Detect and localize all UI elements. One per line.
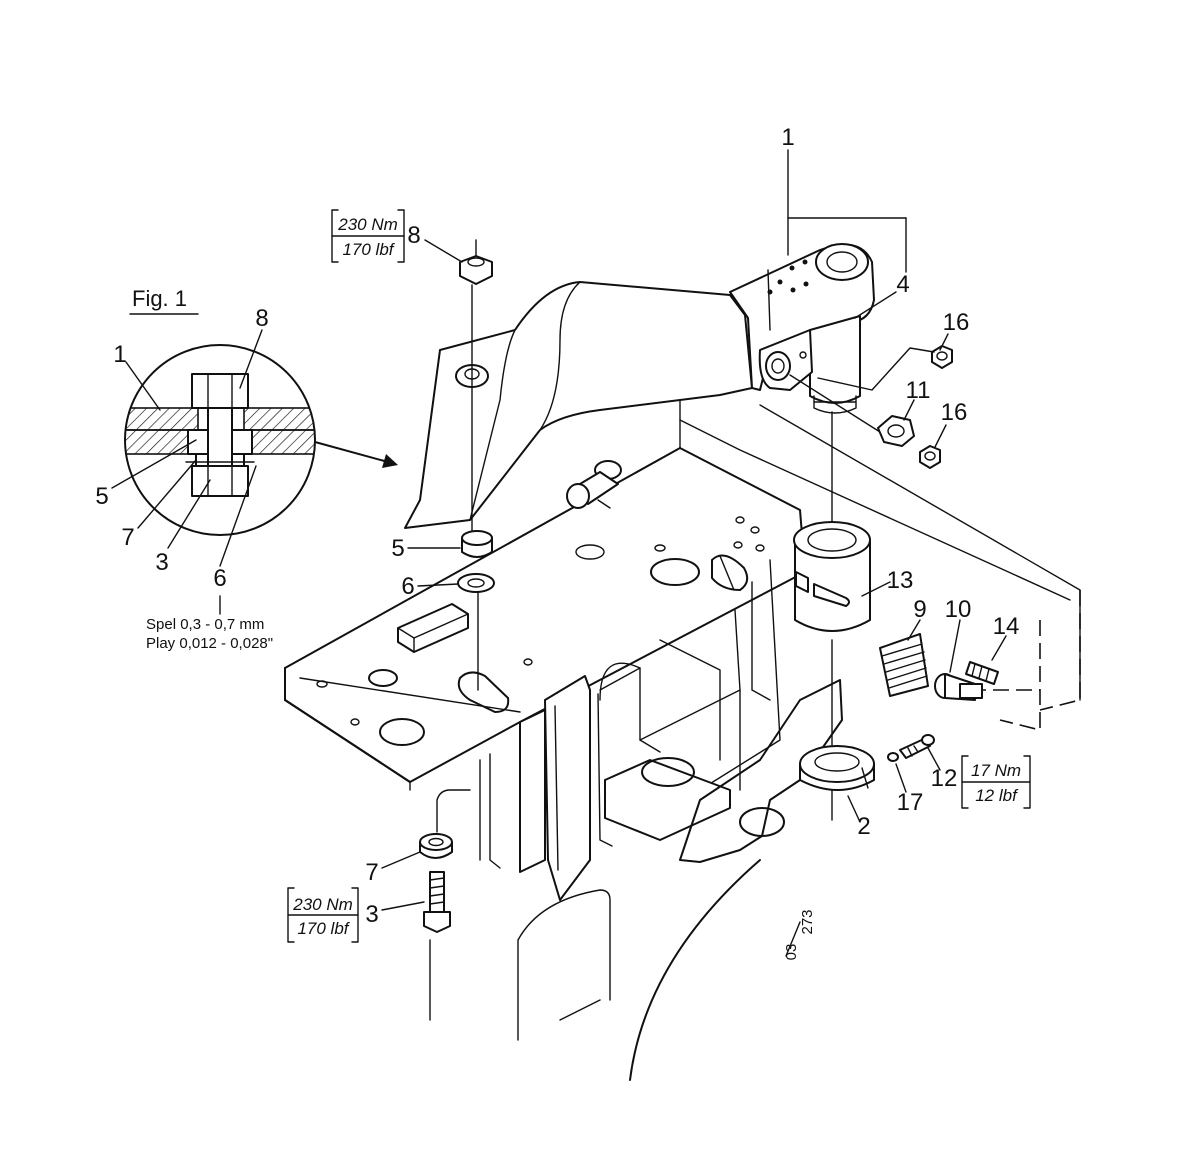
torque-spec-bolt-3: 230 Nm 170 lbf	[287, 887, 359, 943]
slotted-nut-2	[799, 745, 875, 791]
callout-5: 5	[391, 535, 404, 562]
fig1-detail-circle	[124, 344, 398, 536]
nut-16-upper	[931, 345, 953, 369]
detail-callout-3: 3	[155, 549, 168, 576]
callout-9: 9	[913, 596, 926, 623]
callout-4: 4	[896, 271, 909, 298]
nut-8	[459, 239, 493, 285]
drawing-reference: 03 273	[783, 909, 816, 960]
spacer-5	[461, 530, 493, 558]
callout-8: 8	[407, 222, 420, 249]
callout-17: 17	[897, 789, 924, 816]
callout-16-upper: 16	[943, 309, 970, 336]
stud-14	[965, 661, 999, 685]
detail-callout-1: 1	[113, 341, 126, 368]
torque-screw12-lbf: 12 lbf	[975, 786, 1019, 805]
callout-10: 10	[945, 596, 972, 623]
drawing-ref-top: 03	[783, 944, 800, 961]
clearance-note-en: Play 0,012 - 0,028"	[146, 635, 273, 652]
screw-12	[899, 734, 935, 759]
washer-17	[887, 752, 899, 762]
callout-3: 3	[365, 901, 378, 928]
callout-13: 13	[887, 567, 914, 594]
chassis-frame	[284, 394, 1081, 1081]
callout-2: 2	[857, 813, 870, 840]
callout-16-lower: 16	[941, 399, 968, 426]
torque-screw12-nm: 17 Nm	[971, 761, 1021, 780]
callout-7: 7	[365, 859, 378, 886]
nut-16-lower	[919, 445, 941, 469]
torque-bolt3-lbf: 170 lbf	[297, 919, 350, 938]
callout-12: 12	[931, 765, 958, 792]
detail-callout-5: 5	[95, 483, 108, 510]
torque-nut8-nm: 230 Nm	[337, 215, 398, 234]
drawing-ref-bottom: 273	[799, 909, 816, 934]
detail-callout-8: 8	[255, 305, 268, 332]
bracket-arm	[404, 281, 753, 691]
leader-lines	[111, 149, 1007, 911]
callout-11: 11	[906, 377, 931, 404]
spring-9	[879, 633, 929, 697]
callout-6: 6	[401, 573, 414, 600]
torque-bolt3-nm: 230 Nm	[292, 895, 353, 914]
clearance-note-nl: Spel 0,3 - 0,7 mm	[146, 616, 264, 633]
torque-spec-screw-12: 17 Nm 12 lbf	[961, 755, 1031, 809]
callout-14: 14	[993, 613, 1020, 640]
torque-nut8-lbf: 170 lbf	[342, 240, 395, 259]
detail-callout-7: 7	[121, 524, 134, 551]
washer-6	[457, 573, 495, 593]
pin-arm-assembly	[729, 243, 881, 821]
fig1-title: Fig. 1	[132, 286, 187, 311]
clamp-collar-13	[793, 521, 871, 632]
callout-1: 1	[781, 124, 794, 151]
torque-spec-nut-8: 230 Nm 170 lbf	[331, 209, 405, 263]
detail-callout-6: 6	[213, 565, 226, 592]
bolt-3	[423, 789, 471, 933]
washer-7	[419, 833, 453, 859]
plunger-10	[934, 673, 983, 701]
nut-11	[877, 415, 915, 447]
